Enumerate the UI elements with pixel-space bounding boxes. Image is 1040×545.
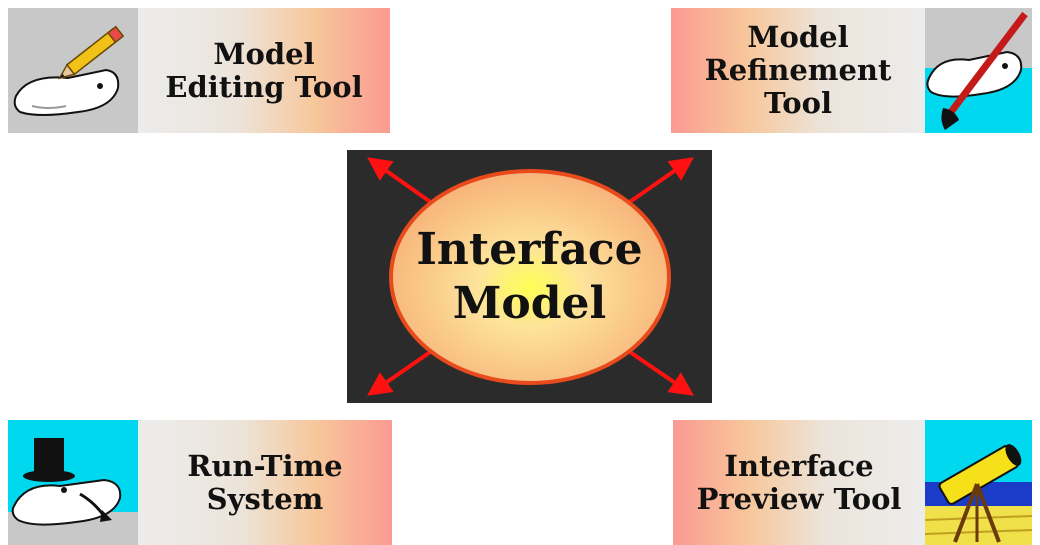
arrow-to-refinement-tool xyxy=(619,157,694,210)
interface-model-panel: Interface Model xyxy=(347,150,712,403)
arrow-to-editing-tool xyxy=(367,157,441,210)
interface-model-ellipse xyxy=(389,169,671,385)
whale-paintbrush-icon xyxy=(925,8,1032,133)
arrow-to-preview-tool xyxy=(619,344,694,396)
interface-preview-tool-label: Interface Preview Tool xyxy=(673,420,925,545)
model-editing-tool-label: Model Editing Tool xyxy=(138,8,390,133)
whale-pencil-icon xyxy=(8,8,138,133)
model-refinement-tool-label: Model Refinement Tool xyxy=(671,8,925,133)
model-refinement-tool: Model Refinement Tool xyxy=(671,8,1032,133)
arrows xyxy=(367,157,694,396)
run-time-system: Run-Time System xyxy=(8,420,392,545)
interface-preview-tool: Interface Preview Tool xyxy=(673,420,1032,545)
run-time-system-label: Run-Time System xyxy=(138,420,392,545)
interface-model-label: Interface Model xyxy=(416,223,643,329)
interface-model-diagram xyxy=(367,157,694,396)
arrow-to-run-time-system xyxy=(367,344,441,396)
model-editing-tool: Model Editing Tool xyxy=(8,8,390,133)
telescope-icon xyxy=(925,420,1032,545)
whale-top-hat-icon xyxy=(8,420,138,545)
